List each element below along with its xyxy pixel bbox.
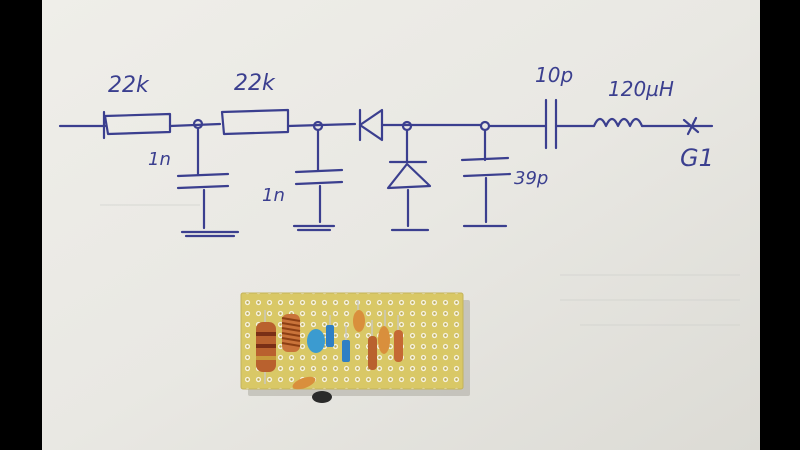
perfboard [240,292,470,403]
label-resistor-2: 22k [234,71,276,96]
schematic-drawing [58,98,714,238]
schematic-labels: 22k 22k 1n 1n 39p 10p 120µH G1 [108,63,714,206]
resistor-2-symbol [220,108,290,136]
orange-capacitor-2 [378,326,390,354]
cap-2-plate-bottom [294,180,344,186]
label-resistor-1: 22k [108,73,150,98]
resistor-small-2 [394,330,403,362]
small-cap-2 [342,340,350,362]
orange-capacitor-1 [353,310,365,332]
cap-1-plate-top [176,172,230,178]
label-output: G1 [680,144,714,172]
label-cap-series: 10p [535,63,573,87]
label-inductor: 120µH [608,77,674,101]
resistor-small-1 [368,336,377,370]
small-cap-1 [326,325,334,347]
paper-ghost-lines [100,204,740,326]
cap-1-plate-bottom [176,184,230,190]
blue-capacitor [307,329,325,353]
label-cap-1: 1n [148,149,171,170]
orange-capacitor-3 [292,376,316,390]
label-cap-2: 1n [262,185,285,206]
label-cap-3: 39p [514,168,548,189]
cap-3-plate-bottom [462,172,512,178]
diode-2-triangle [386,162,432,190]
cap-3-plate-top [460,156,510,162]
cap-2-plate-top [294,168,344,174]
dark-component [312,391,332,403]
inductor-symbol [592,117,644,128]
resistor-1-symbol [103,112,172,136]
